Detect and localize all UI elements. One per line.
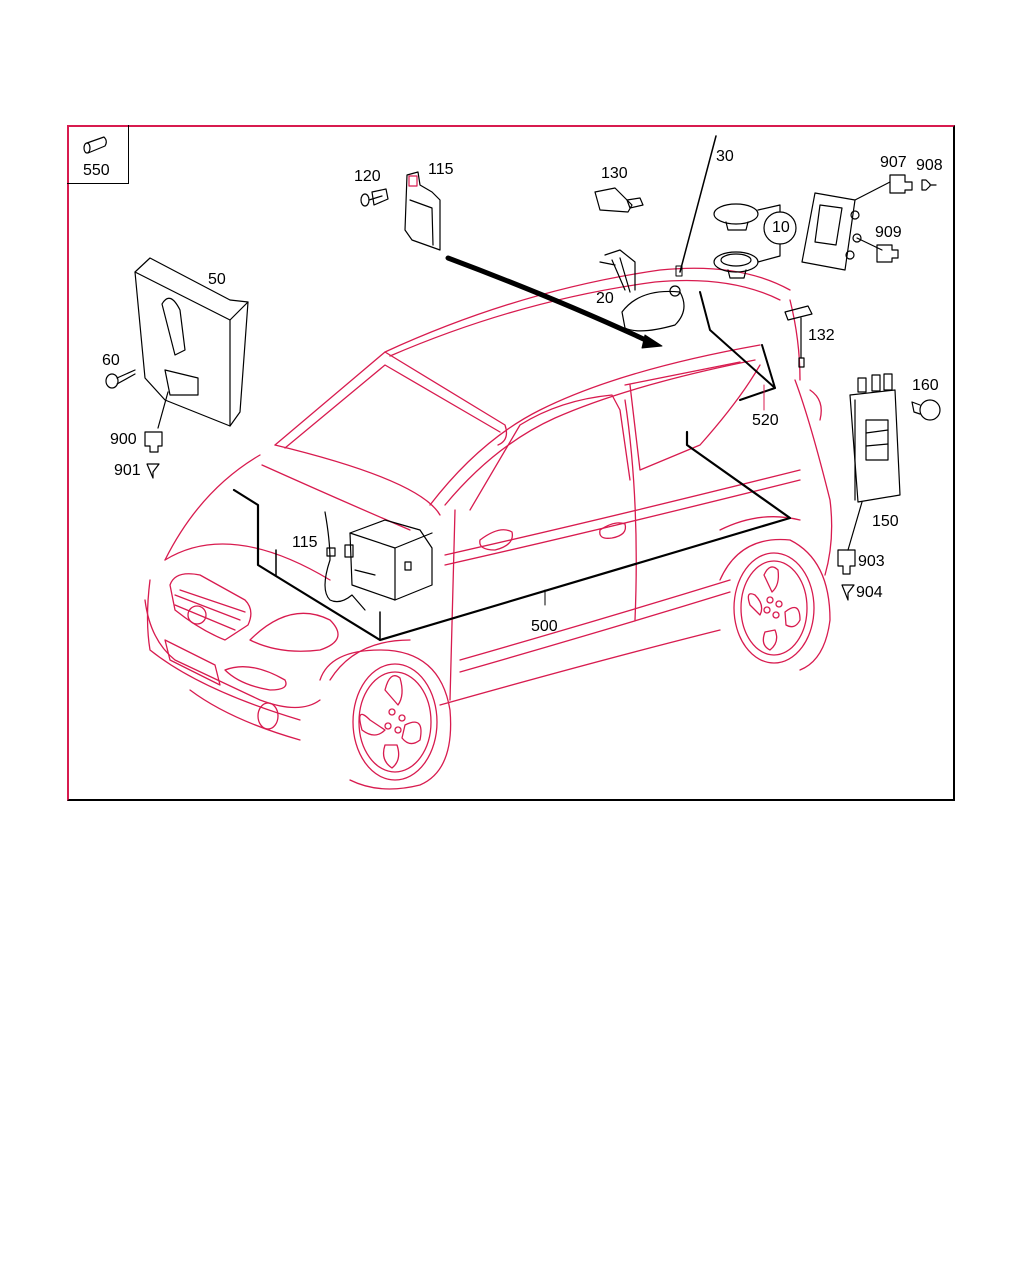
car-outline bbox=[144, 267, 833, 790]
callout-900: 900 bbox=[110, 431, 137, 448]
callout-160: 160 bbox=[912, 377, 939, 394]
callout-132: 132 bbox=[808, 327, 835, 344]
callout-60: 60 bbox=[102, 352, 120, 369]
wiring-harness-500 bbox=[232, 430, 792, 642]
callout-30: 30 bbox=[716, 148, 734, 165]
part-115-sensor-icon bbox=[404, 171, 441, 251]
part-30-antenna-rod-icon bbox=[675, 135, 717, 277]
part-20-roof-antenna-icon bbox=[599, 249, 685, 332]
part-130-connector-icon bbox=[594, 187, 644, 213]
relocation-arrow bbox=[445, 255, 663, 349]
part-903-plug-icon bbox=[837, 549, 856, 575]
part-10-speaker-icon bbox=[713, 203, 797, 279]
leader-lines bbox=[544, 384, 765, 606]
callout-901: 901 bbox=[114, 462, 141, 479]
part-908-pin-icon bbox=[921, 179, 937, 191]
callout-500: 500 bbox=[531, 618, 558, 635]
part-120-clip-icon bbox=[360, 188, 389, 207]
part-907-control-unit-icon bbox=[801, 181, 891, 271]
part-160-screw-icon bbox=[911, 399, 941, 421]
heater-unit-icon bbox=[344, 519, 433, 601]
part-50-module-icon bbox=[134, 257, 249, 429]
part-150-control-module-icon bbox=[847, 373, 901, 551]
callout-10: 10 bbox=[772, 219, 790, 236]
callout-550: 550 bbox=[83, 162, 110, 179]
callout-903: 903 bbox=[858, 553, 885, 570]
callout-130: 130 bbox=[601, 165, 628, 182]
part-901-pin-icon bbox=[146, 463, 160, 479]
callout-20: 20 bbox=[596, 290, 614, 307]
callout-150: 150 bbox=[872, 513, 899, 530]
legend-box bbox=[67, 125, 129, 184]
part-900-plug-icon bbox=[144, 431, 163, 453]
part-550-icon bbox=[83, 136, 107, 154]
callout-908: 908 bbox=[916, 157, 943, 174]
callout-904: 904 bbox=[856, 584, 883, 601]
part-60-screw-icon bbox=[105, 369, 136, 389]
part-904-pin-icon bbox=[841, 584, 855, 601]
diagram-frame bbox=[67, 125, 955, 801]
wiring-harness-520 bbox=[699, 291, 776, 401]
callout-909: 909 bbox=[875, 224, 902, 241]
callout-120: 120 bbox=[354, 168, 381, 185]
callout-520: 520 bbox=[752, 412, 779, 429]
callout-115-top: 115 bbox=[428, 161, 454, 178]
part-115-lower-sensor-icon bbox=[324, 511, 366, 611]
callout-50: 50 bbox=[208, 271, 226, 288]
callout-907: 907 bbox=[880, 154, 907, 171]
part-907-plug-icon bbox=[889, 174, 913, 194]
part-909-plug-icon bbox=[876, 244, 899, 263]
part-132-sensor-icon bbox=[784, 305, 813, 368]
callout-115-lower: 115 bbox=[292, 534, 318, 551]
